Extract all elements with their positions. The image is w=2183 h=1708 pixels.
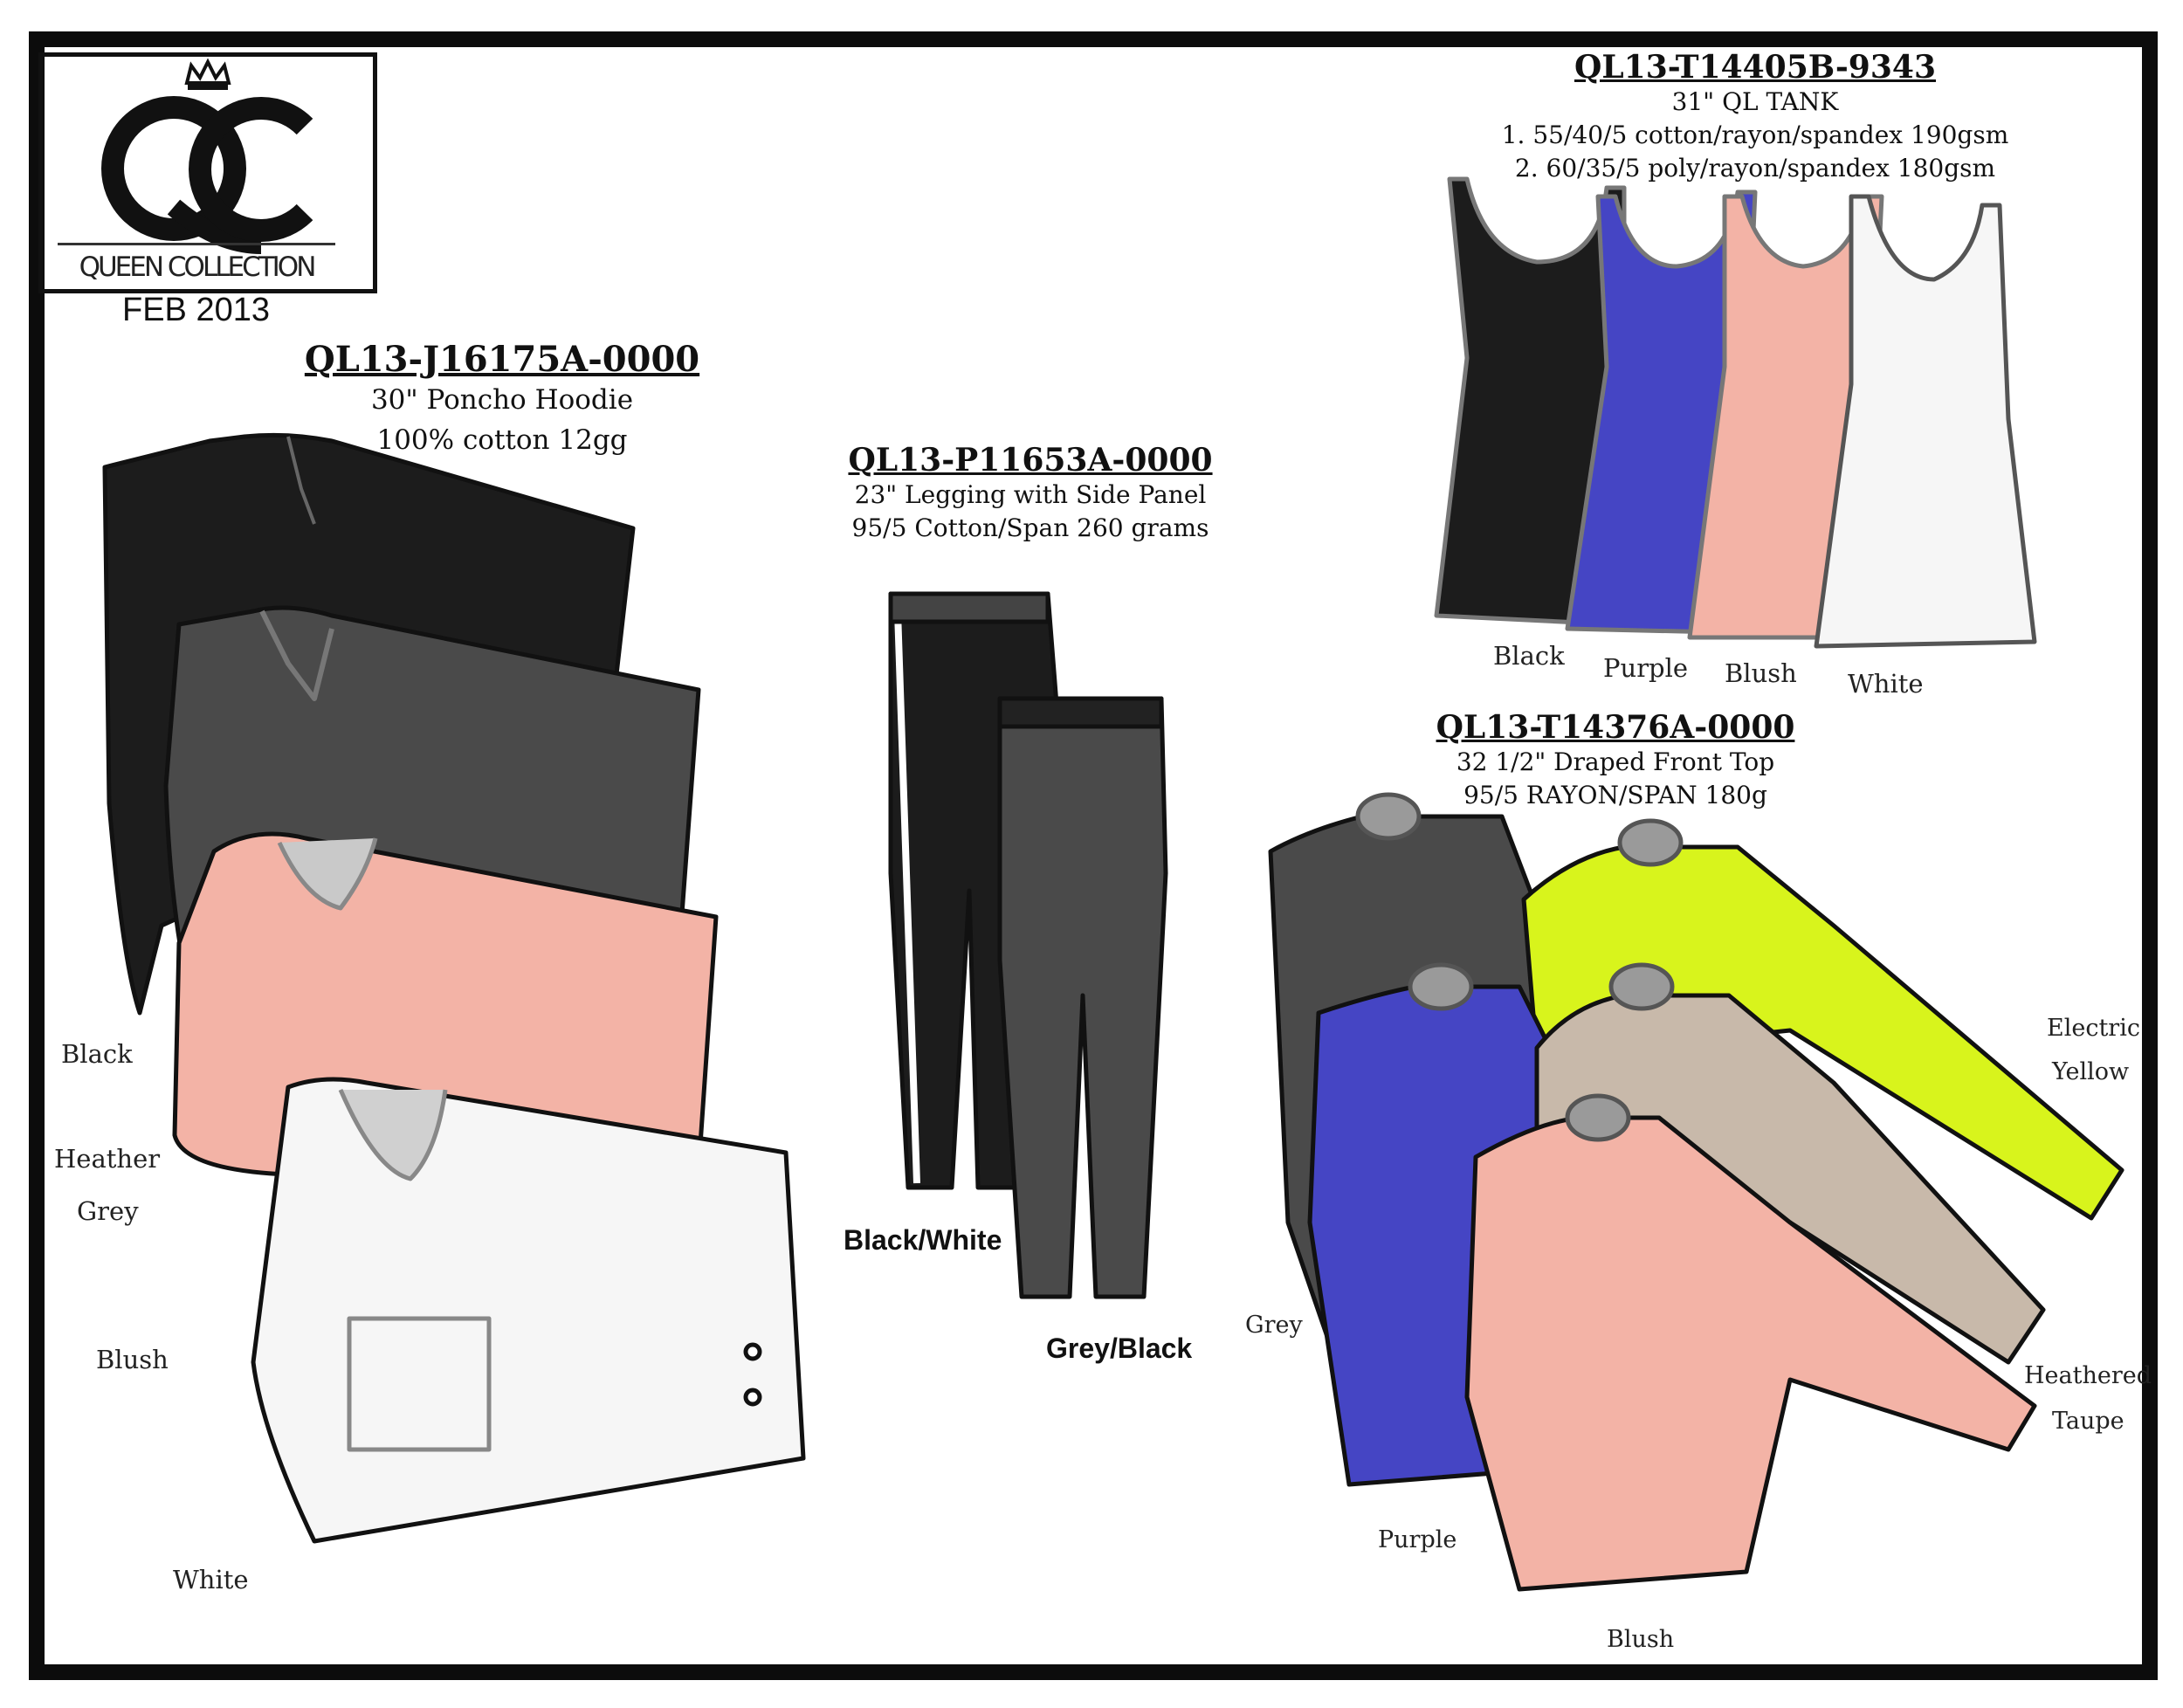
tank-color-black: Black — [1493, 641, 1565, 671]
draped-fabric: 95/5 RAYON/SPAN 180g — [1463, 781, 1767, 809]
tank-white-illustration — [1814, 194, 2037, 649]
poncho-white-illustration — [251, 1077, 806, 1544]
draped-color-blush: Blush — [1607, 1626, 1675, 1653]
queen-crown-monogram-icon — [101, 58, 313, 254]
tank-spec: QL13-T14405B-9343 31" QL TANK 1. 55/40/5… — [1467, 49, 2043, 185]
poncho-style-number: QL13-J16175A-0000 — [304, 339, 700, 380]
tank-color-blush: Blush — [1725, 658, 1797, 688]
poncho-color-grey: Grey — [77, 1196, 139, 1226]
draped-spec: QL13-T14376A-0000 32 1/2" Draped Front T… — [1415, 709, 1816, 812]
season-date: FEB 2013 — [122, 292, 270, 328]
legging-description: 23" Legging with Side Panel — [854, 480, 1207, 509]
draped-color-heathered: Heathered — [2024, 1362, 2152, 1389]
tank-fabric-option-2: 2. 60/35/5 poly/rayon/spandex 180gsm — [1514, 154, 1996, 183]
draped-description: 32 1/2" Draped Front Top — [1456, 747, 1775, 776]
draped-yellow-illustration — [1521, 818, 2124, 1221]
tank-style-number: QL13-T14405B-9343 — [1574, 49, 1937, 86]
brand-name: QUEEN COLLECTION — [79, 251, 317, 283]
tank-black-illustration — [1434, 176, 1627, 627]
poncho-fabric: 100% cotton 12gg — [376, 424, 628, 456]
tank-description: 31" QL TANK — [1671, 87, 1839, 116]
draped-taupe-illustration — [1534, 962, 2046, 1365]
tank-color-purple: Purple — [1603, 653, 1689, 683]
draped-blush-illustration — [1464, 1093, 2037, 1592]
tank-fabric-option-1: 1. 55/40/5 cotton/rayon/spandex 190gsm — [1501, 121, 2009, 149]
poncho-color-white: White — [173, 1565, 249, 1594]
poncho-color-black: Black — [61, 1039, 133, 1069]
legging-spec: QL13-P11653A-0000 23" Legging with Side … — [812, 442, 1249, 545]
poncho-description: 30" Poncho Hoodie — [370, 384, 634, 416]
brand-logo-box — [38, 52, 377, 293]
draped-color-grey: Grey — [1245, 1312, 1303, 1339]
legging-fabric: 95/5 Cotton/Span 260 grams — [851, 513, 1209, 542]
draped-color-purple: Purple — [1378, 1526, 1457, 1553]
legging-color-black-white: Black/White — [844, 1224, 1002, 1256]
draped-color-yellow: Yellow — [2052, 1058, 2130, 1085]
legging-color-grey-black: Grey/Black — [1046, 1333, 1193, 1364]
poncho-color-blush: Blush — [96, 1345, 169, 1374]
poncho-spec: QL13-J16175A-0000 30" Poncho Hoodie 100%… — [262, 339, 742, 460]
poncho-color-heather: Heather — [54, 1144, 161, 1174]
draped-style-number: QL13-T14376A-0000 — [1436, 709, 1795, 746]
draped-color-taupe: Taupe — [2052, 1408, 2124, 1435]
logo-divider — [58, 243, 335, 245]
tank-color-white: White — [1848, 669, 1924, 699]
legging-grey-black-illustration — [997, 696, 1168, 1299]
draped-color-electric: Electric — [2047, 1015, 2140, 1042]
legging-style-number: QL13-P11653A-0000 — [848, 442, 1213, 479]
